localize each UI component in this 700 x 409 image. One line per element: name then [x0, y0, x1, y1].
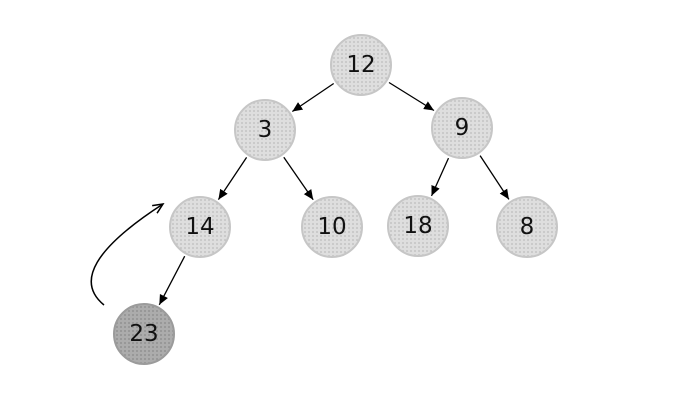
edge-12-9 — [388, 81, 435, 112]
edge-12-3 — [291, 82, 335, 113]
node-label: 14 — [185, 213, 215, 240]
node-label: 23 — [129, 320, 159, 347]
node-label: 12 — [346, 51, 376, 78]
edge-9-8 — [479, 155, 510, 200]
node-label: 3 — [257, 116, 273, 143]
tree-node-8: 8 — [496, 196, 558, 258]
tree-node-23-highlighted: 23 — [113, 303, 175, 365]
tree-node-9: 9 — [431, 97, 493, 159]
tree-node-12: 12 — [330, 34, 392, 96]
node-label: 10 — [317, 213, 347, 240]
tree-node-3: 3 — [234, 99, 296, 161]
node-label: 9 — [454, 114, 470, 141]
node-label: 8 — [519, 213, 535, 240]
edge-9-18 — [430, 157, 450, 197]
tree-node-18: 18 — [387, 195, 449, 257]
tree-node-14: 14 — [169, 196, 231, 258]
rotation-arrow-23-to-14 — [90, 203, 165, 306]
edge-3-14 — [217, 157, 248, 200]
edge-3-10 — [283, 156, 314, 201]
edge-14-23 — [158, 255, 186, 306]
tree-node-10: 10 — [301, 196, 363, 258]
node-label: 18 — [403, 212, 433, 239]
